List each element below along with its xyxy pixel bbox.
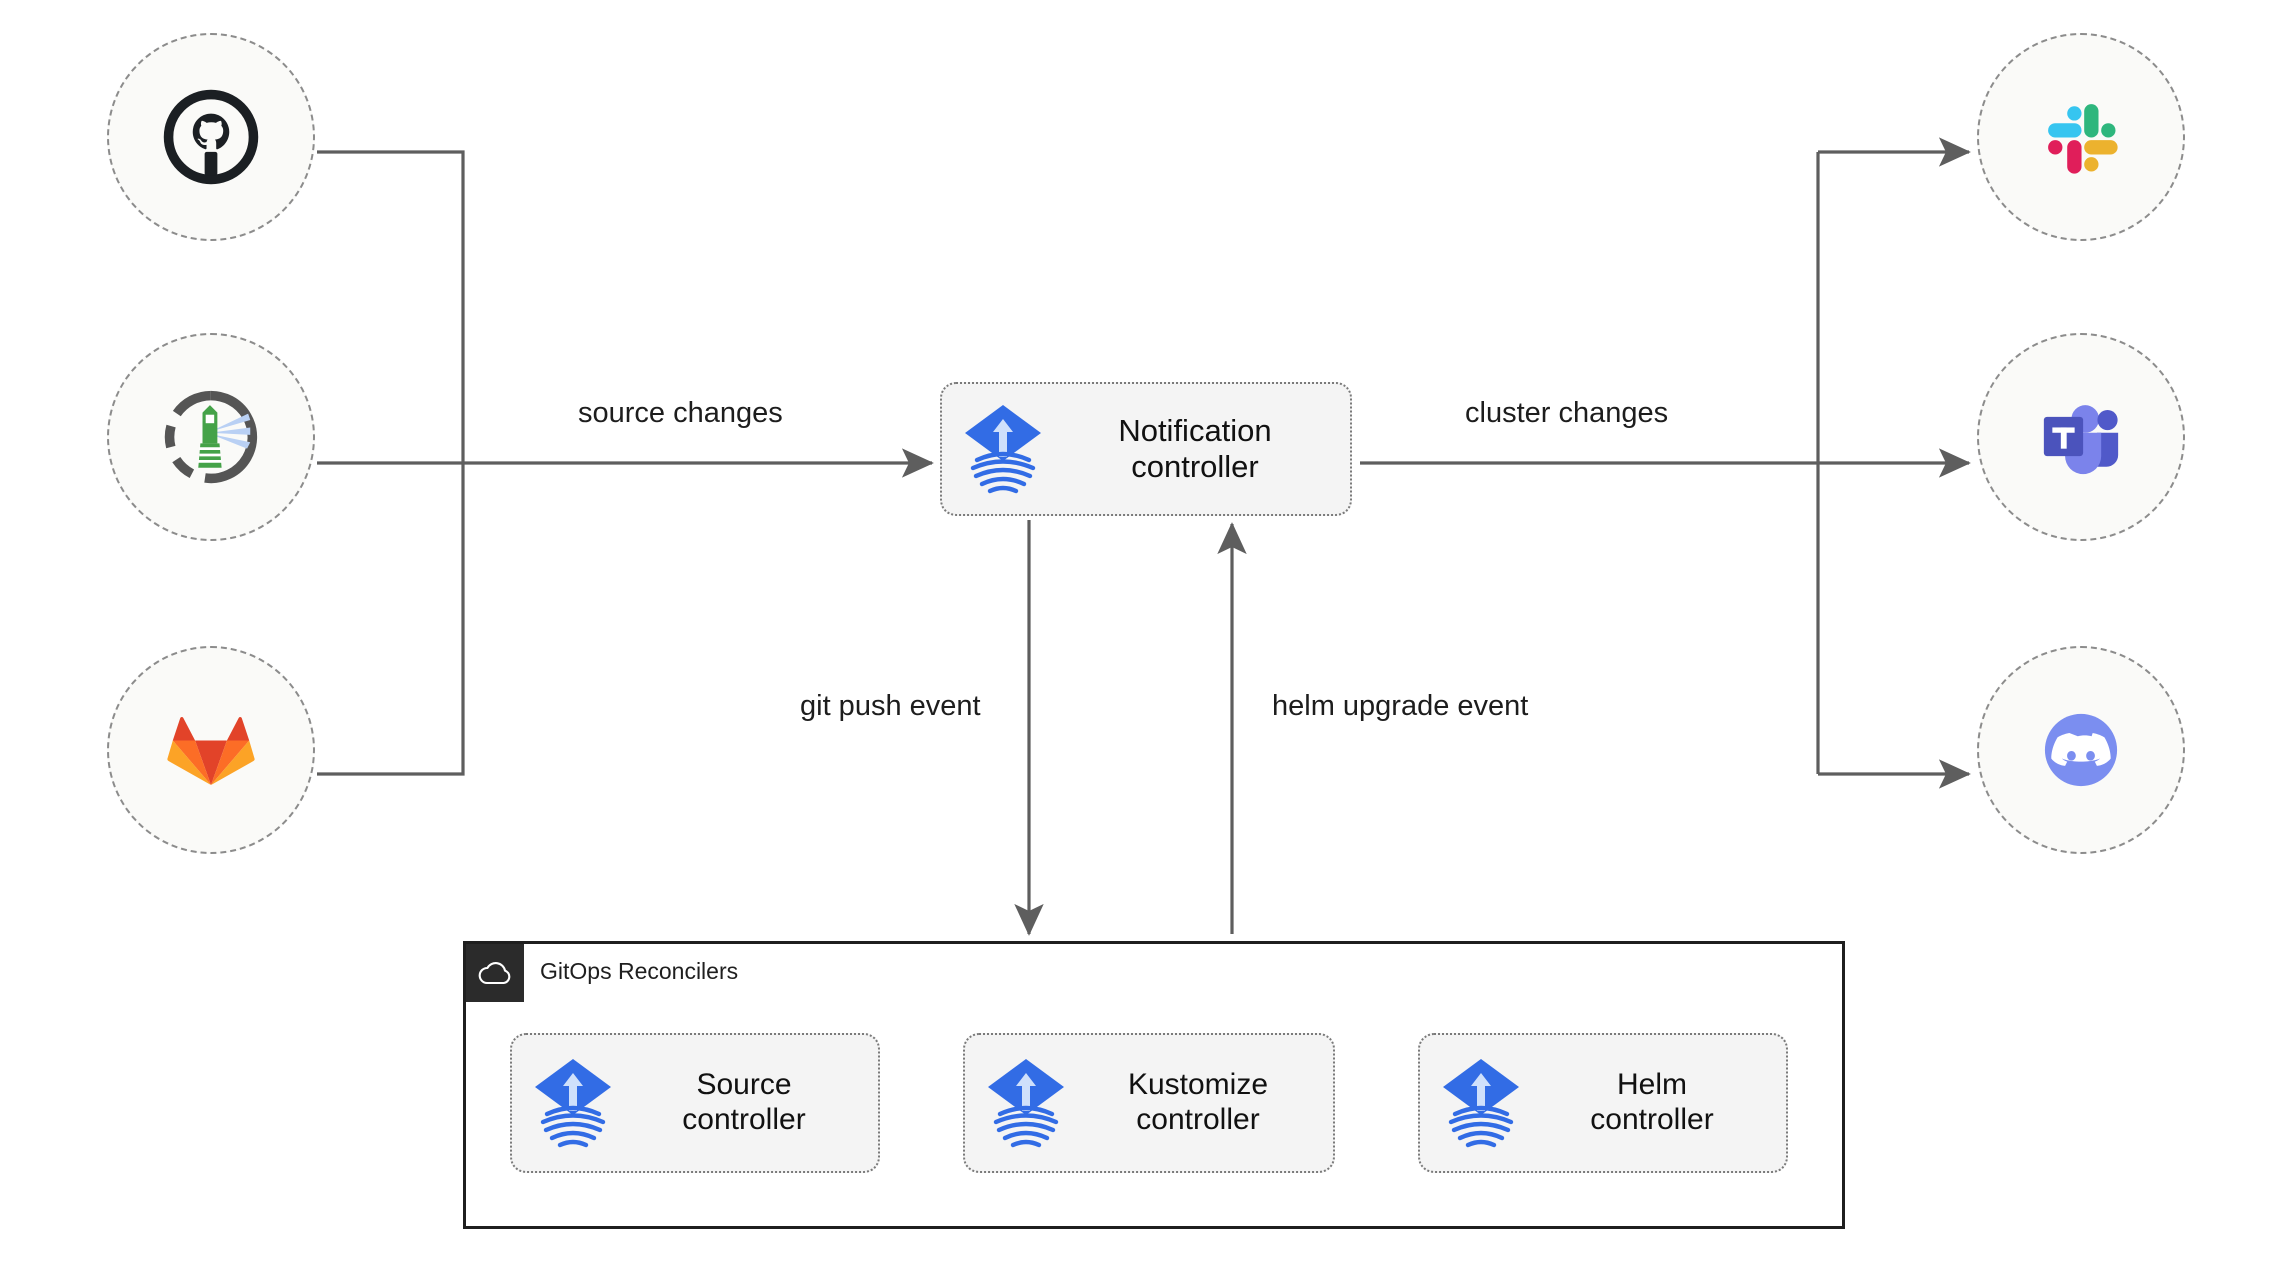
helm-controller-label: Helm controller <box>1590 1068 1714 1136</box>
cloud-icon <box>478 962 511 985</box>
destination-node-teams[interactable] <box>1977 333 2185 541</box>
source-node-flux[interactable] <box>107 333 315 541</box>
microsoft-teams-icon <box>2043 405 2119 475</box>
flux-logo-icon <box>535 1059 611 1148</box>
kustomize-controller-label: Kustomize controller <box>1127 1068 1269 1136</box>
notification-controller-node[interactable]: Notification controller <box>940 382 1352 516</box>
source-controller-label: Source controller <box>682 1068 806 1136</box>
wire-left-trunk <box>317 150 465 776</box>
edge-label-cluster-changes: cluster changes <box>1465 397 1669 429</box>
flux-logo-icon <box>988 1059 1064 1148</box>
source-node-gitlab[interactable] <box>107 646 315 854</box>
discord-icon <box>2044 713 2118 787</box>
slack-icon <box>2048 104 2118 174</box>
flux-logo-icon <box>965 405 1041 494</box>
edge-label-helm-upgrade-event: helm upgrade event <box>1272 690 1529 722</box>
flux-lighthouse-icon <box>164 390 258 484</box>
destination-node-slack[interactable] <box>1977 33 2185 241</box>
group-tab <box>466 944 524 1002</box>
destination-node-discord[interactable] <box>1977 646 2185 854</box>
notification-controller-label: Notification controller <box>1118 413 1272 484</box>
gitlab-icon <box>167 717 255 786</box>
github-icon <box>163 89 259 185</box>
flux-logo-icon <box>1443 1059 1519 1148</box>
edge-label-source-changes: source changes <box>578 397 783 429</box>
helm-controller-node[interactable]: Helm controller <box>1418 1033 1788 1173</box>
group-title: GitOps Reconcilers <box>540 958 739 984</box>
kustomize-controller-node[interactable]: Kustomize controller <box>963 1033 1335 1173</box>
source-node-github[interactable] <box>107 33 315 241</box>
edge-label-git-push-event: git push event <box>800 690 981 722</box>
source-controller-node[interactable]: Source controller <box>510 1033 880 1173</box>
